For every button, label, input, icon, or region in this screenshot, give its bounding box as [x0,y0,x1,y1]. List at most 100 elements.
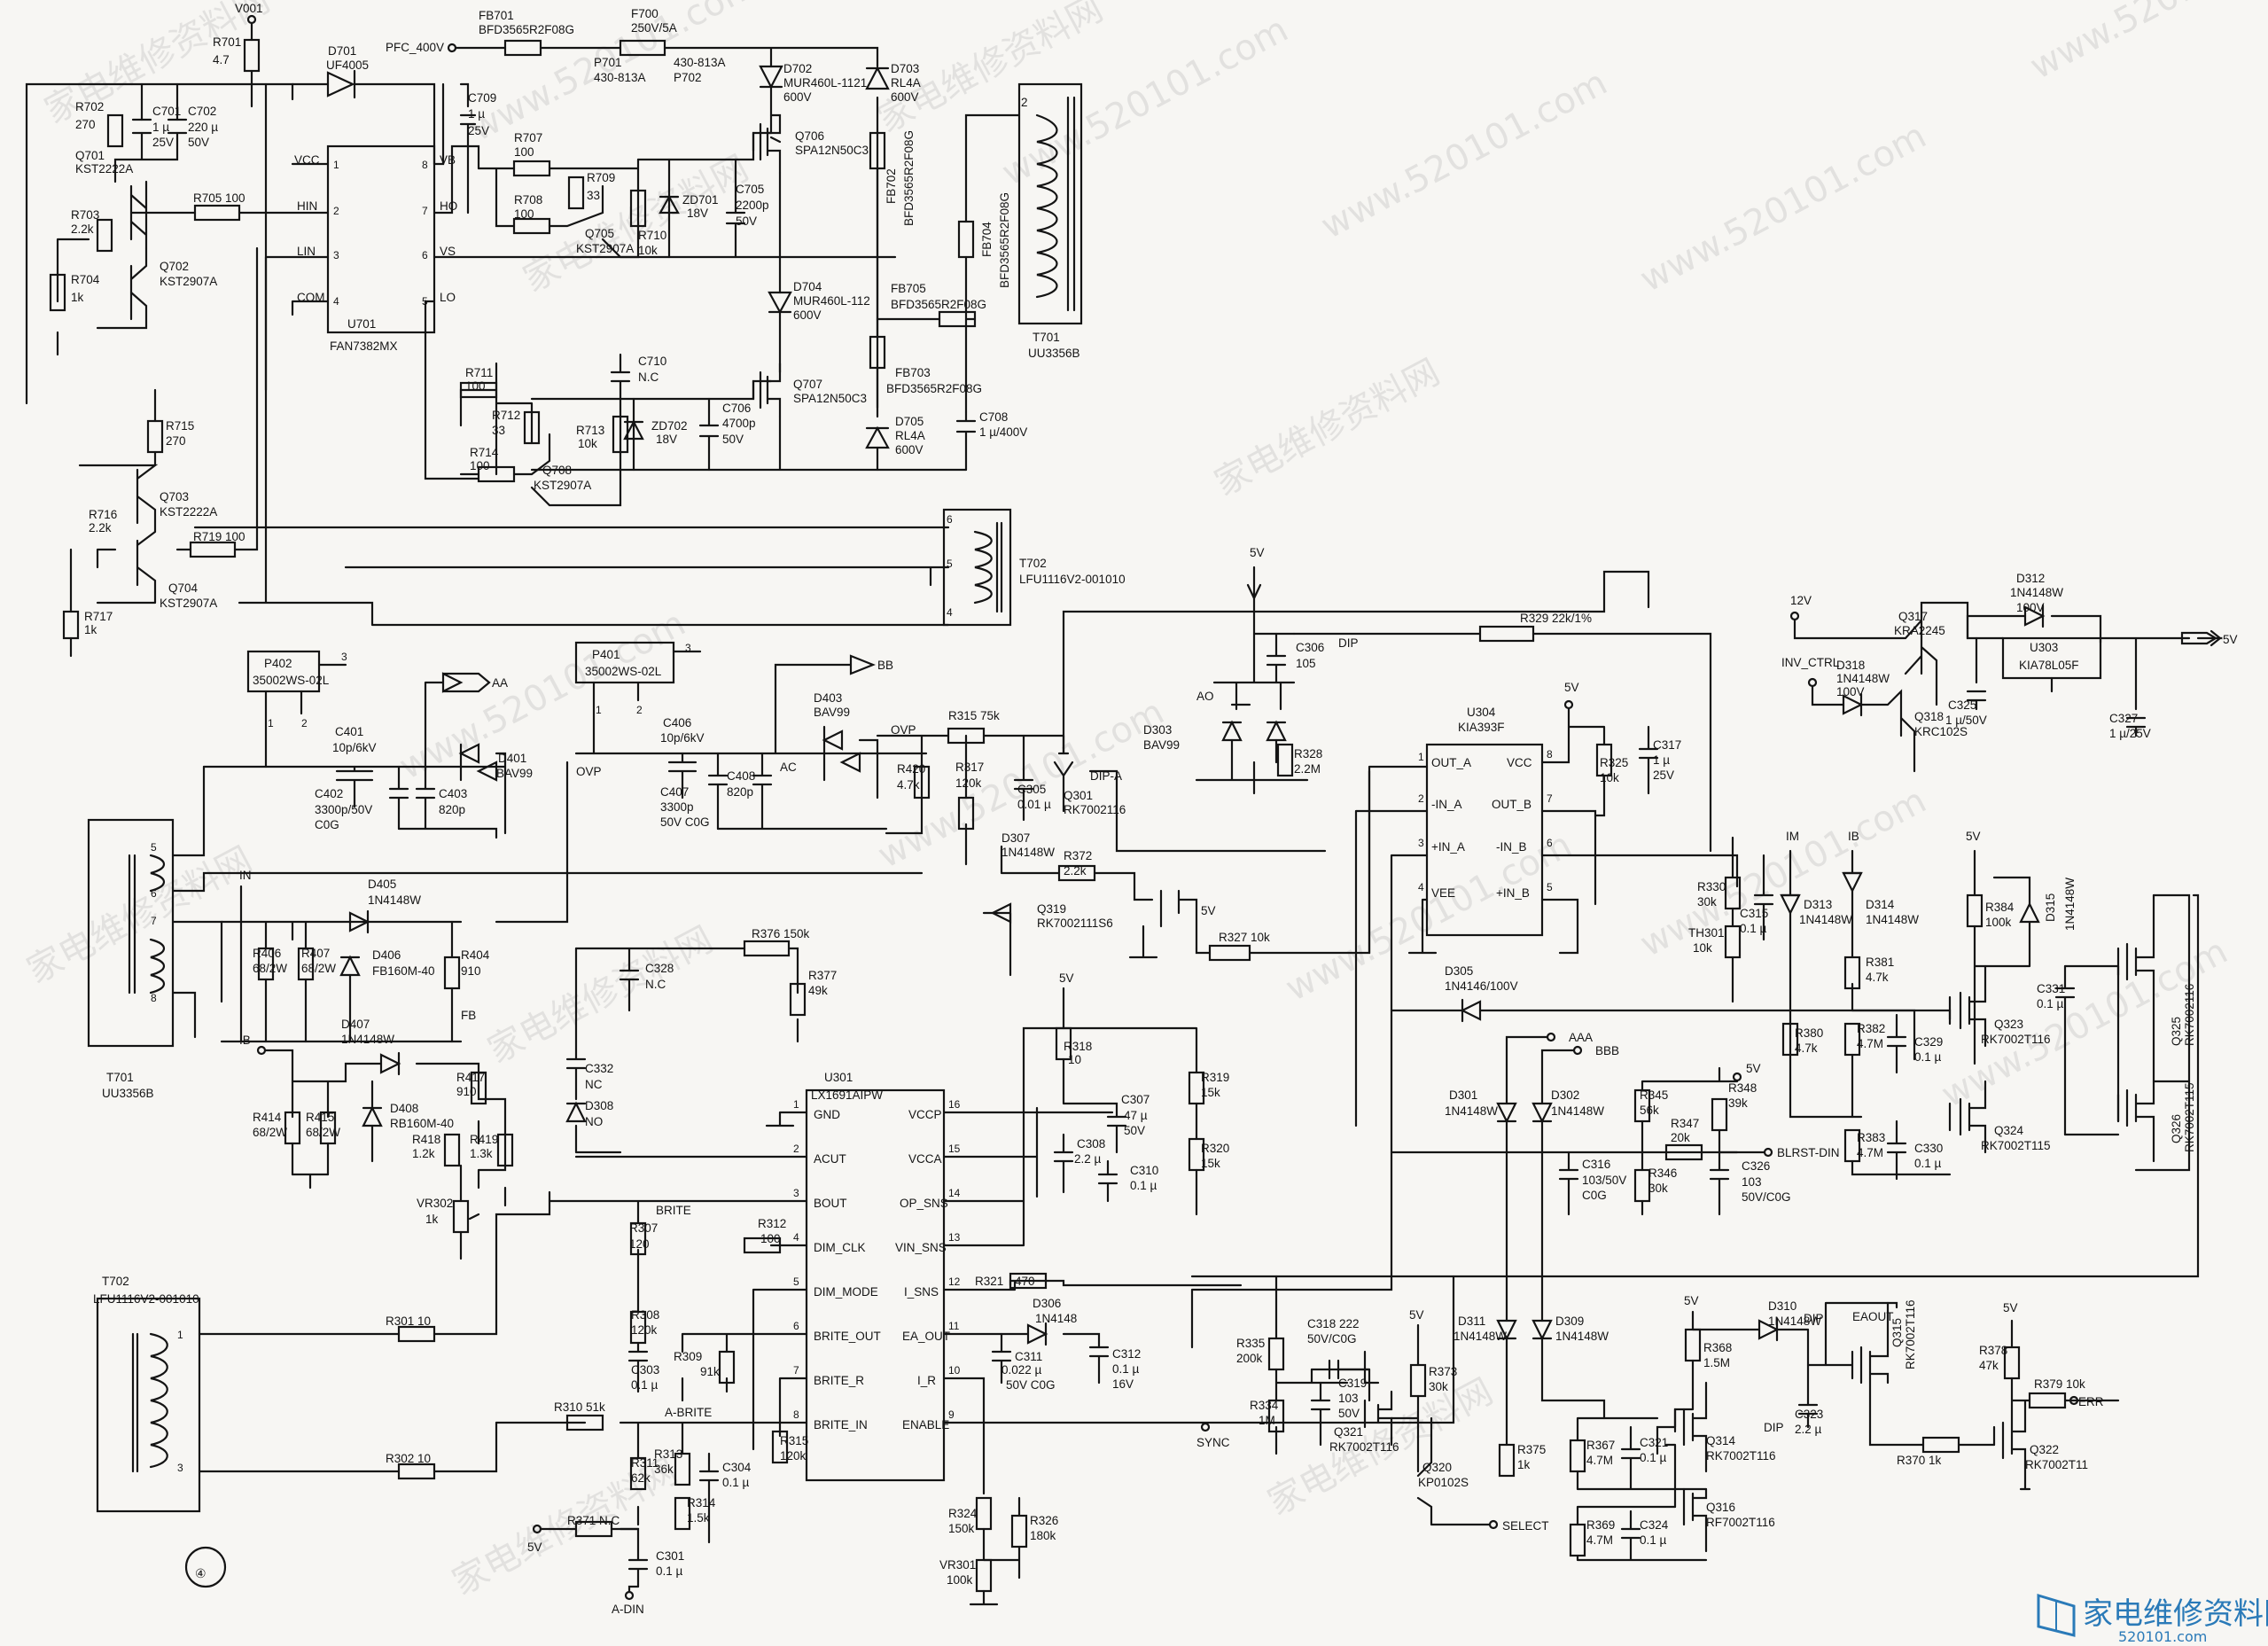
svg-text:4: 4 [333,295,339,308]
svg-text:4.7k: 4.7k [1795,1041,1818,1055]
svg-text:8: 8 [422,159,428,171]
watermark-text: 家电维修资料网 [20,839,259,992]
svg-text:C325: C325 [1948,698,1976,712]
svg-text:VR302: VR302 [417,1197,453,1210]
svg-text:1: 1 [793,1098,799,1111]
svg-text:INV_CTRL: INV_CTRL [1781,656,1840,669]
svg-text:100: 100 [760,1232,781,1245]
svg-text:120k: 120k [780,1449,807,1463]
svg-text:LO: LO [440,291,456,304]
svg-text:C406: C406 [663,716,691,729]
svg-text:D705: D705 [895,415,924,428]
site-logo-url: 520101.com [2118,1628,2207,1645]
svg-text:R345: R345 [1640,1088,1668,1102]
svg-text:AA: AA [492,676,508,690]
svg-text:600V: 600V [891,90,919,104]
svg-text:1.2k: 1.2k [412,1147,435,1160]
svg-text:0.01 µ: 0.01 µ [1017,798,1051,811]
svg-text:D310: D310 [1768,1299,1796,1313]
svg-text:R404: R404 [461,948,490,962]
svg-text:0.1 µ: 0.1 µ [1914,1157,1942,1170]
svg-text:12: 12 [948,1275,961,1288]
svg-text:12V: 12V [1790,594,1812,607]
svg-text:R378: R378 [1979,1344,2007,1357]
svg-text:100: 100 [470,459,490,472]
svg-text:0.1 µ: 0.1 µ [1112,1362,1140,1376]
svg-text:36k: 36k [654,1463,674,1476]
svg-text:KIA78L05F: KIA78L05F [2019,659,2079,672]
svg-text:C306: C306 [1296,641,1324,654]
svg-text:ENABLE: ENABLE [902,1418,949,1431]
svg-text:1N4148W: 1N4148W [341,1033,394,1046]
svg-text:Q705: Q705 [585,227,614,240]
svg-text:C318 222: C318 222 [1307,1317,1360,1330]
svg-text:KST2222A: KST2222A [75,162,133,176]
svg-text:2.2k: 2.2k [89,521,112,534]
svg-text:KRC102S: KRC102S [1914,725,1968,738]
svg-text:U304: U304 [1467,706,1496,719]
svg-text:C701: C701 [152,105,181,118]
svg-text:5: 5 [793,1275,799,1288]
svg-text:0.1 µ: 0.1 µ [1640,1533,1667,1547]
svg-text:1: 1 [333,159,339,171]
svg-text:103: 103 [1338,1392,1359,1405]
svg-text:5V: 5V [2223,633,2238,646]
svg-text:R347: R347 [1671,1117,1699,1130]
svg-text:R321: R321 [975,1275,1003,1288]
svg-text:RF7002T116: RF7002T116 [1706,1516,1775,1529]
svg-text:4.7M: 4.7M [1857,1037,1883,1050]
svg-text:1.5M: 1.5M [1703,1356,1730,1369]
page-marker: ④ [195,1566,207,1580]
svg-text:U303: U303 [2030,641,2058,654]
svg-text:4700p: 4700p [722,417,756,430]
svg-text:C402: C402 [315,787,343,800]
svg-text:KIA393F: KIA393F [1458,721,1505,734]
watermark-text: www.520101.com [1279,824,1578,1010]
svg-text:R315: R315 [780,1434,808,1447]
svg-text:R702: R702 [75,100,104,113]
svg-text:T701: T701 [1033,331,1060,344]
svg-text:1 µ: 1 µ [152,121,169,134]
svg-text:25V: 25V [1653,768,1674,782]
svg-text:VCCA: VCCA [908,1152,942,1166]
svg-text:C326: C326 [1742,1159,1770,1173]
svg-text:D305: D305 [1445,964,1473,978]
svg-text:30k: 30k [1648,1182,1668,1195]
svg-text:IM: IM [1786,830,1799,843]
svg-text:50V C0G: 50V C0G [660,815,710,829]
svg-text:D401: D401 [498,752,526,765]
svg-text:R301 10: R301 10 [386,1314,431,1328]
svg-text:10p/6kV: 10p/6kV [332,741,377,754]
svg-text:47k: 47k [1979,1359,1999,1372]
svg-text:KRA2245: KRA2245 [1894,624,1945,637]
svg-text:DIM_MODE: DIM_MODE [814,1285,878,1299]
svg-text:N.C: N.C [638,371,659,384]
svg-text:C401: C401 [335,725,363,738]
svg-text:R707: R707 [514,131,542,144]
svg-text:R701: R701 [213,35,241,49]
svg-text:50V C0G: 50V C0G [1006,1378,1056,1392]
svg-text:D702: D702 [783,62,812,75]
svg-text:BFD3565R2F08G: BFD3565R2F08G [479,23,574,36]
svg-text:10: 10 [1068,1053,1081,1066]
svg-text:1.3k: 1.3k [470,1147,493,1160]
svg-text:3: 3 [1418,837,1424,849]
svg-text:D405: D405 [368,878,396,891]
svg-text:U301: U301 [824,1071,853,1084]
svg-text:Q702: Q702 [160,260,189,273]
svg-text:C308: C308 [1077,1137,1105,1151]
svg-text:3: 3 [177,1462,183,1474]
svg-text:BRITE: BRITE [656,1204,691,1217]
svg-text:BFD3565R2F08G: BFD3565R2F08G [998,192,1011,288]
svg-text:220 µ: 220 µ [188,121,218,134]
svg-text:4: 4 [1418,881,1424,893]
svg-text:DIP: DIP [1804,1312,1824,1325]
svg-text:R705 100: R705 100 [193,191,246,205]
svg-text:Q320: Q320 [1422,1461,1452,1474]
svg-text:D403: D403 [814,691,842,705]
svg-text:R716: R716 [89,508,117,521]
svg-text:10k: 10k [1600,771,1619,784]
svg-text:Q318: Q318 [1914,710,1944,723]
svg-text:R719 100: R719 100 [193,530,246,543]
